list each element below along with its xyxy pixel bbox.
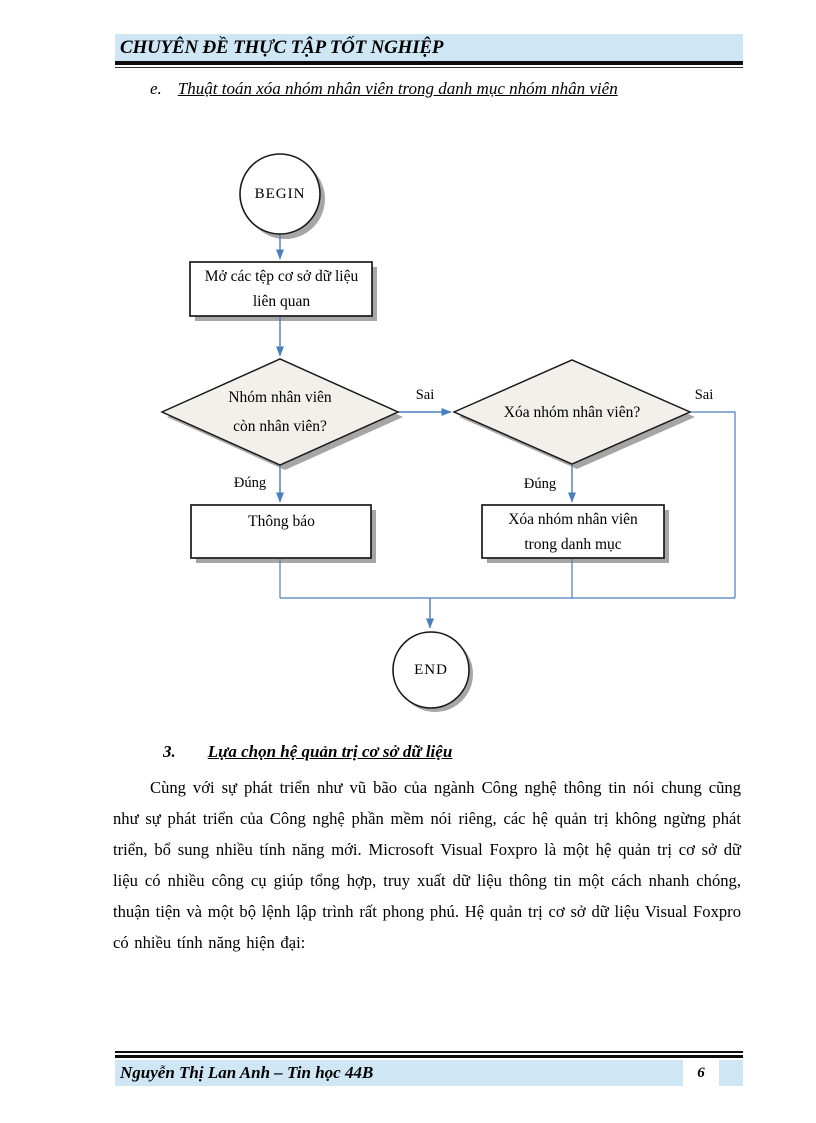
delete-line2: trong danh mục xyxy=(524,535,622,553)
footer-band: Nguyễn Thị Lan Anh – Tin học 44B 6 xyxy=(115,1060,743,1086)
body-paragraph: Cùng với sự phát triển như vũ bão của ng… xyxy=(113,778,741,952)
decision1-label: Nhóm nhân viên còn nhân viên? xyxy=(190,382,370,442)
delete-line1: Xóa nhóm nhân viên xyxy=(508,510,638,528)
footer-rule-thin xyxy=(115,1051,743,1053)
section3-title: Lựa chọn hệ quản trị cơ sở dữ liệu xyxy=(207,742,453,761)
section3-heading: 3. Lựa chọn hệ quản trị cơ sở dữ liệu xyxy=(163,741,723,763)
footer-author: Nguyễn Thị Lan Anh – Tin học 44B xyxy=(120,1063,374,1082)
header-rule-thin xyxy=(115,67,743,68)
heading-e-text: Thuật toán xóa nhóm nhân viên trong danh… xyxy=(177,79,618,98)
heading-e-number: e. xyxy=(150,79,162,98)
page-number: 6 xyxy=(683,1060,719,1086)
begin-terminal-label: BEGIN xyxy=(254,185,306,202)
delete-process-label: Xóa nhóm nhân viên trong danh mục xyxy=(483,506,663,557)
edge-label-sai-2: Sai xyxy=(694,387,714,403)
edge-label-dung-2: Đúng xyxy=(523,476,557,492)
decision1-line2: còn nhân viên? xyxy=(233,418,327,435)
edge-label-dung-1: Đúng xyxy=(233,475,267,491)
header-rule-thick xyxy=(115,61,743,65)
notify-process-label: Thông báo xyxy=(192,509,371,557)
open-db-line2: liên quan xyxy=(252,293,311,310)
open-db-line1: Mở các tệp cơ sở dữ liệu xyxy=(204,268,359,285)
heading-e: e. Thuật toán xóa nhóm nhân viên trong da… xyxy=(150,78,750,100)
decision1-line1: Nhóm nhân viên xyxy=(228,389,332,406)
end-terminal-label: END xyxy=(414,661,448,678)
decision2-label: Xóa nhóm nhân viên? xyxy=(503,403,641,421)
header-band: CHUYÊN ĐỀ THỰC TẬP TỐT NGHIỆP xyxy=(115,34,743,61)
footer-rule-thick xyxy=(115,1055,743,1058)
connector-decision2-sai xyxy=(690,411,736,598)
notify-line1: Thông báo xyxy=(248,513,315,530)
header-title: CHUYÊN ĐỀ THỰC TẬP TỐT NGHIỆP xyxy=(120,37,444,58)
section3-number: 3. xyxy=(163,742,176,761)
edge-label-sai-1: Sai xyxy=(415,387,435,403)
open-db-process-label: Mở các tệp cơ sở dữ liệu liên quan xyxy=(191,263,372,315)
